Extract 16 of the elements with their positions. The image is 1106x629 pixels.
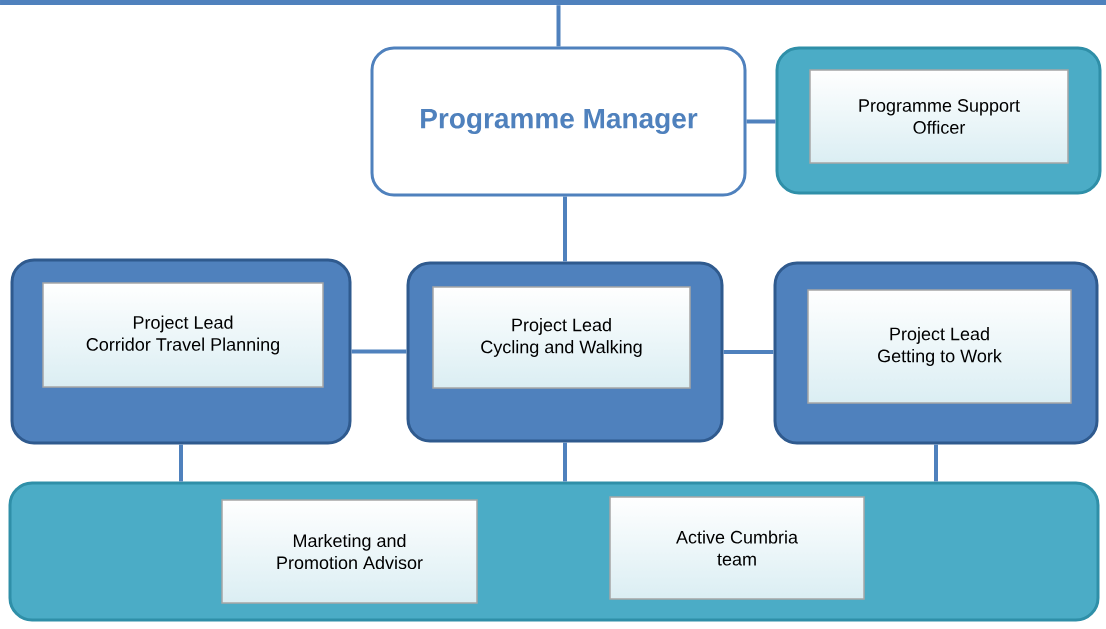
- connector-line: [934, 444, 938, 482]
- connector-line: [563, 196, 567, 262]
- role-box: Project Lead Cycling and Walking: [432, 286, 691, 389]
- connector-line: [351, 349, 407, 354]
- connector-line: [746, 119, 776, 124]
- connector-line: [179, 444, 183, 482]
- role-box: Programme Support Officer: [809, 69, 1069, 164]
- connector-line: [556, 5, 561, 47]
- role-box: Project Lead Corridor Travel Planning: [42, 282, 324, 388]
- connector-line: [723, 350, 774, 354]
- role-box: Active Cumbria team: [609, 496, 865, 600]
- top-bar: [0, 0, 1106, 5]
- manager-box: Programme Manager: [370, 46, 747, 197]
- role-box: Marketing and Promotion Advisor: [221, 499, 478, 604]
- connector-line: [563, 442, 567, 482]
- role-box: Project Lead Getting to Work: [807, 289, 1072, 404]
